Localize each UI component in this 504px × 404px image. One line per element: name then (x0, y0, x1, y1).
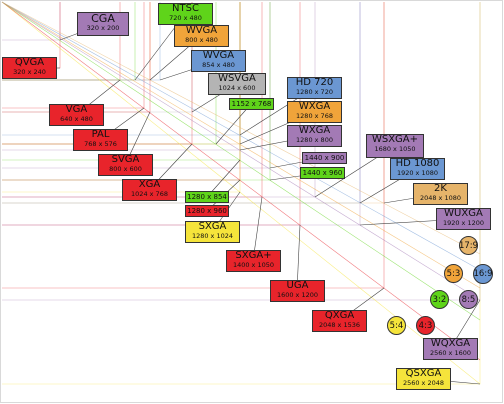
ratio-circle-17-9: 17:9 (459, 236, 478, 255)
resolution-wxga-768: WXGA 1280 x 768 (287, 101, 342, 123)
resolution-1280x960: 1280 x 960 (185, 205, 229, 217)
resolution-wvga-800: WVGA 800 x 480 (174, 25, 229, 47)
resolution-pal: PAL 768 x 576 (73, 129, 128, 151)
resolution-2k: 2K 2048 x 1080 (413, 183, 468, 205)
resolution-1280x854: 1280 x 854 (185, 191, 229, 203)
resolution-1440x900: 1440 x 900 (302, 152, 347, 164)
resolution-xga: XGA 1024 x 768 (122, 179, 177, 201)
ratio-circle-3-2: 3:2 (430, 290, 449, 309)
resolution-sxga-plus: SXGA+ 1400 x 1050 (226, 250, 281, 272)
resolution-wxga-800: WXGA 1280 x 800 (287, 125, 342, 147)
resolution-hd720: HD 720 1280 x 720 (287, 77, 342, 99)
resolution-wuxga: WUXGA 1920 x 1200 (436, 208, 491, 230)
resolution-qxga: QXGA 2048 x 1536 (312, 310, 367, 332)
ratio-circle-16-9: 16:9 (473, 264, 493, 284)
resolution-wqxga: WQXGA 2560 x 1600 (423, 338, 478, 360)
resolution-cga: CGA 320 x 200 (77, 12, 129, 36)
resolution-ntsc: NTSC 720 x 480 (158, 3, 213, 25)
ratio-circle-4-3: 4:3 (416, 316, 435, 335)
resolution-qsxga: QSXGA 2560 x 2048 (396, 368, 451, 390)
resolution-svga: SVGA 800 x 600 (98, 154, 153, 176)
resolution-sxga: SXGA 1280 x 1024 (185, 221, 240, 243)
ratio-circle-8-5: 8:5 (459, 290, 478, 309)
resolution-wsxga-plus: WSXGA+ 1680 x 1050 (366, 134, 424, 158)
ratio-circle-5-3: 5:3 (444, 264, 463, 283)
resolution-vga: VGA 640 x 480 (49, 104, 104, 126)
resolution-wsvga: WSVGA 1024 x 600 (208, 73, 266, 95)
resolution-1440x960: 1440 x 960 (300, 167, 345, 179)
resolution-qvga: QVGA 320 x 240 (2, 57, 57, 79)
ratio-circle-5-4: 5:4 (387, 316, 406, 335)
resolution-wvga-854: WVGA 854 x 480 (191, 50, 246, 72)
resolution-uga: UGA 1600 x 1200 (270, 280, 325, 302)
resolution-hd1080: HD 1080 1920 x 1080 (390, 158, 445, 180)
resolution-1152x768: 1152 x 768 (229, 98, 274, 110)
